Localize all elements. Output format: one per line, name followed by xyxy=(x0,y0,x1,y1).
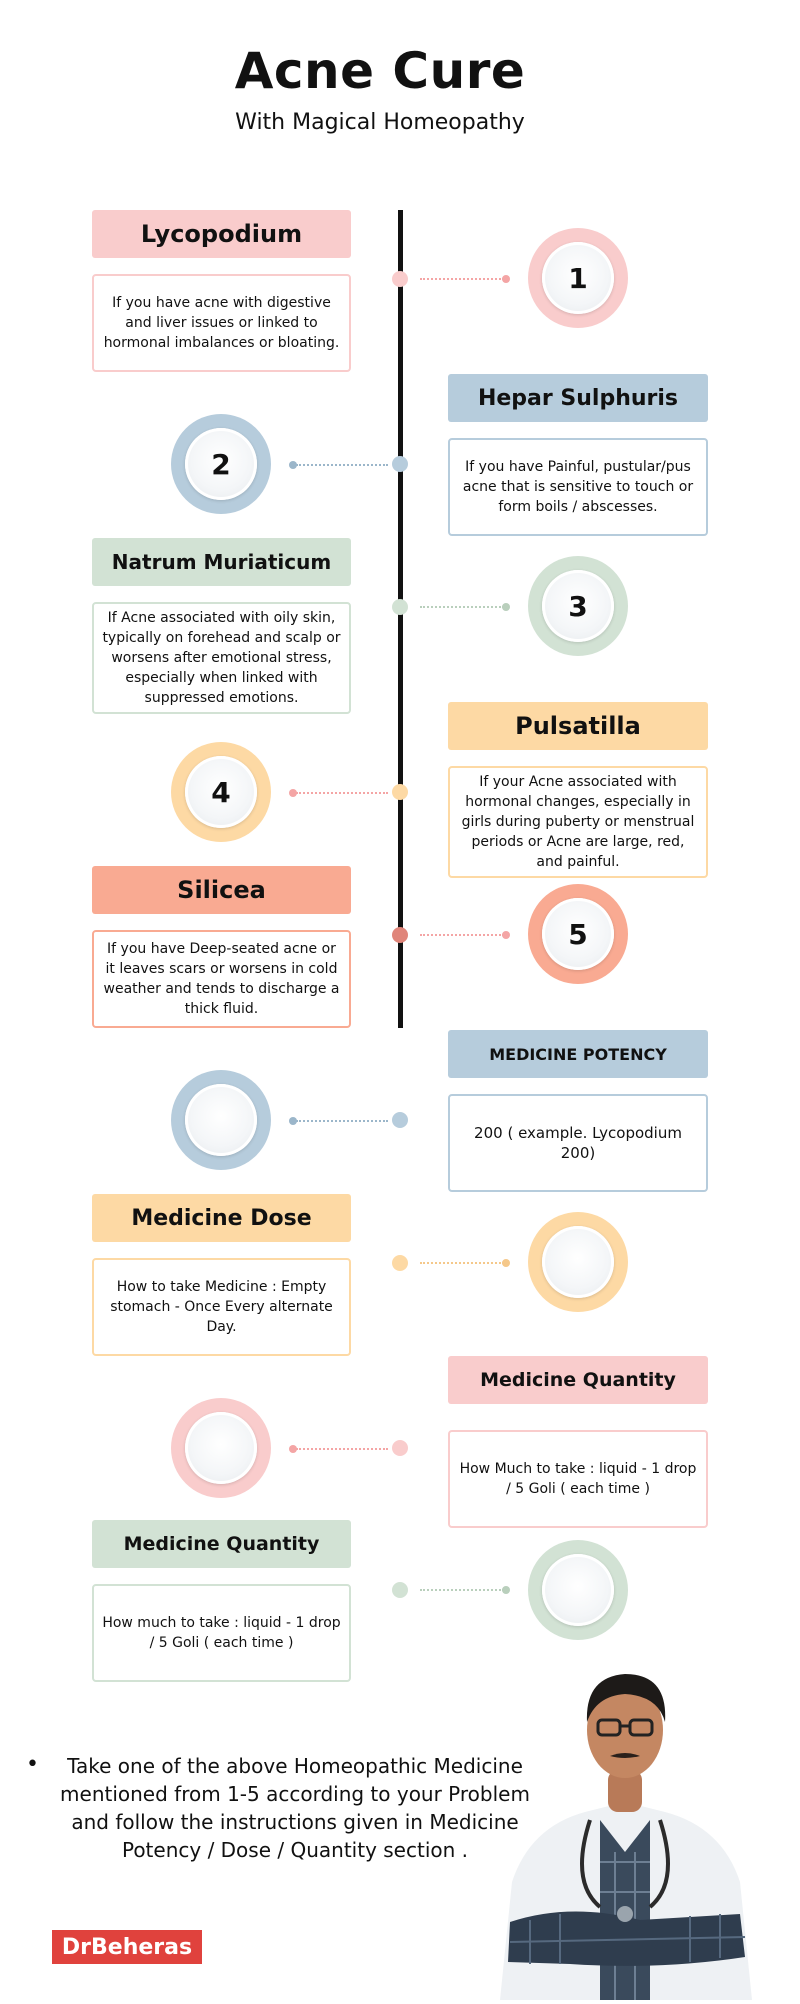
blank-plate xyxy=(542,1554,614,1626)
timeline-node-2 xyxy=(392,456,408,472)
blank-plate xyxy=(185,1084,257,1156)
potency-disc xyxy=(171,1070,271,1170)
disc-number-3: 3 xyxy=(542,570,614,642)
remedy-3-title: Natrum Muriaticum xyxy=(92,538,351,586)
page-subtitle: With Magical Homeopathy xyxy=(235,110,525,135)
connector-end-2 xyxy=(289,461,297,469)
number-disc-5: 5 xyxy=(528,884,628,984)
connector-9 xyxy=(420,1589,504,1591)
disc-number-1: 1 xyxy=(542,242,614,314)
page-title: Acne Cure xyxy=(234,42,526,100)
quantity-title-2: Medicine Quantity xyxy=(92,1520,351,1568)
connector-6 xyxy=(296,1120,388,1122)
remedy-2-title: Hepar Sulphuris xyxy=(448,374,708,422)
timeline-line xyxy=(398,210,403,1028)
bullet-point: • xyxy=(26,1752,39,1777)
remedy-1-description: If you have acne with digestive and live… xyxy=(92,274,351,372)
timeline-node-6 xyxy=(392,1112,408,1128)
remedy-4-title: Pulsatilla xyxy=(448,702,708,750)
timeline-node-3 xyxy=(392,599,408,615)
remedy-5-description: If you have Deep-seated acne or it leave… xyxy=(92,930,351,1028)
remedy-4-description: If your Acne associated with hormonal ch… xyxy=(448,766,708,878)
timeline-node-9 xyxy=(392,1582,408,1598)
disc-number-2: 2 xyxy=(185,428,257,500)
brand-logo: DrBeheras xyxy=(52,1930,202,1964)
quantity-disc-2 xyxy=(528,1540,628,1640)
blank-plate xyxy=(542,1226,614,1298)
footer-instructions: Take one of the above Homeopathic Medici… xyxy=(60,1754,530,1862)
connector-end-3 xyxy=(502,603,510,611)
quantity-title-1: Medicine Quantity xyxy=(448,1356,708,1404)
potency-text: 200 ( example. Lycopodium 200) xyxy=(448,1094,708,1192)
timeline-node-4 xyxy=(392,784,408,800)
doctor-photo xyxy=(490,1652,760,2000)
number-disc-4: 4 xyxy=(171,742,271,842)
number-disc-3: 3 xyxy=(528,556,628,656)
timeline-node-1 xyxy=(392,271,408,287)
connector-end-8 xyxy=(289,1445,297,1453)
connector-end-7 xyxy=(502,1259,510,1267)
remedy-1-title: Lycopodium xyxy=(92,210,351,258)
timeline-node-5 xyxy=(392,927,408,943)
connector-end-9 xyxy=(502,1586,510,1594)
connector-3 xyxy=(420,606,504,608)
connector-end-4 xyxy=(289,789,297,797)
remedy-2-description: If you have Painful, pustular/pus acne t… xyxy=(448,438,708,536)
dose-title: Medicine Dose xyxy=(92,1194,351,1242)
disc-number-5: 5 xyxy=(542,898,614,970)
connector-end-5 xyxy=(502,931,510,939)
connector-2 xyxy=(296,464,388,466)
quantity-text-1: How Much to take : liquid - 1 drop / 5 G… xyxy=(448,1430,708,1528)
remedy-3-description: If Acne associated with oily skin, typic… xyxy=(92,602,351,714)
potency-title: MEDICINE POTENCY xyxy=(448,1030,708,1078)
dose-text: How to take Medicine : Empty stomach - O… xyxy=(92,1258,351,1356)
number-disc-2: 2 xyxy=(171,414,271,514)
disc-number-4: 4 xyxy=(185,756,257,828)
timeline-node-7 xyxy=(392,1255,408,1271)
connector-5 xyxy=(420,934,504,936)
dose-disc xyxy=(528,1212,628,1312)
connector-end-6 xyxy=(289,1117,297,1125)
timeline-node-8 xyxy=(392,1440,408,1456)
connector-8 xyxy=(296,1448,388,1450)
connector-1 xyxy=(420,278,504,280)
connector-7 xyxy=(420,1262,504,1264)
blank-plate xyxy=(185,1412,257,1484)
number-disc-1: 1 xyxy=(528,228,628,328)
quantity-disc-1 xyxy=(171,1398,271,1498)
connector-end-1 xyxy=(502,275,510,283)
quantity-text-2: How much to take : liquid - 1 drop / 5 G… xyxy=(92,1584,351,1682)
remedy-5-title: Silicea xyxy=(92,866,351,914)
connector-4 xyxy=(296,792,388,794)
